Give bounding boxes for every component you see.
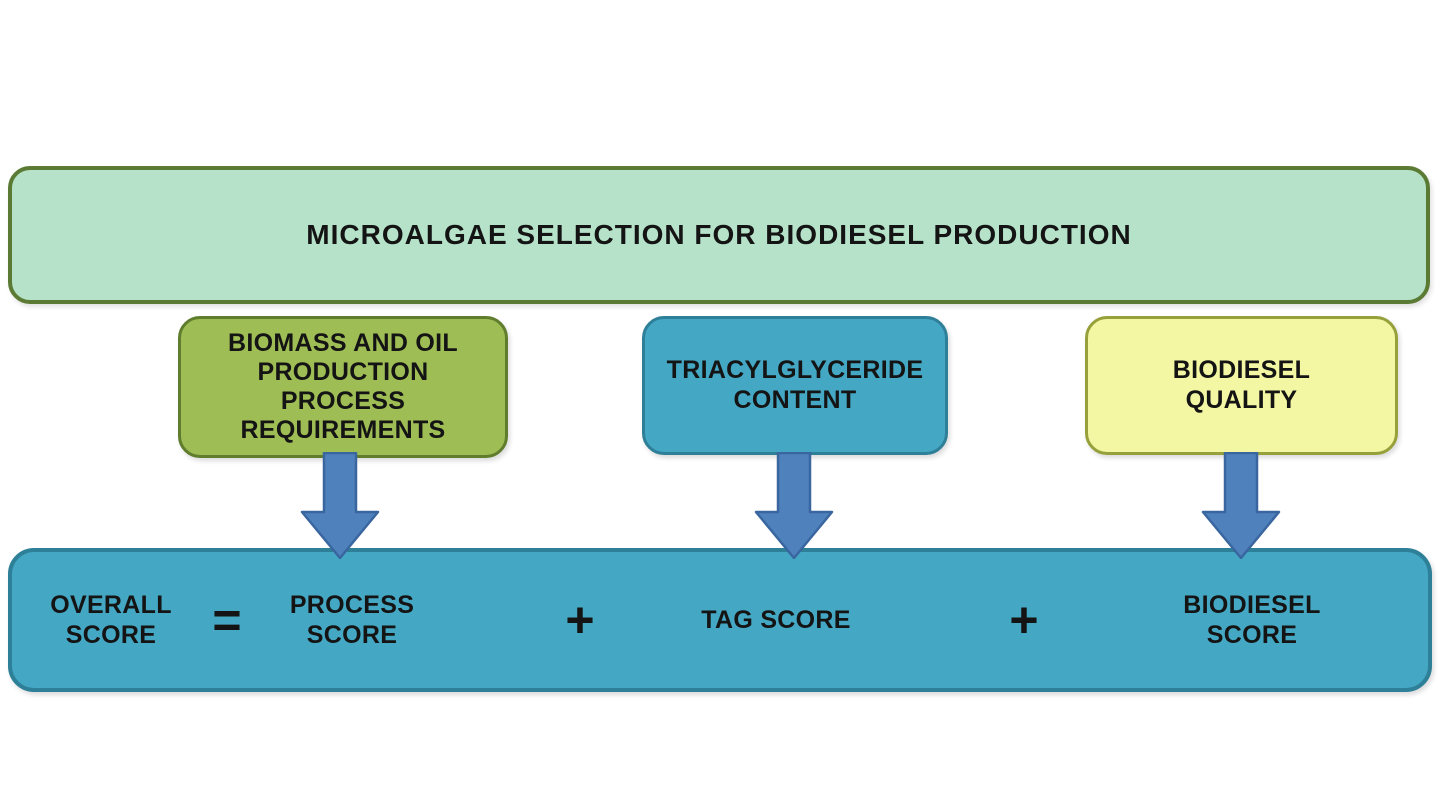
bar-label-line: SCORE [1206, 621, 1298, 649]
bar-label-line: SCORE [65, 621, 157, 649]
bar-label-line: BIODIESEL [1183, 591, 1321, 619]
title-banner: MICROALGAE SELECTION FOR BIODIESEL PRODU… [8, 166, 1430, 304]
plus-glyph: + [565, 592, 595, 648]
criterion-label-line: PRODUCTION [257, 357, 429, 386]
criterion-label-line: REQUIREMENTS [240, 416, 446, 445]
bar-label-line: TAG SCORE [701, 606, 851, 634]
equation-bar: OVERALL SCORE = PROCESS SCORE + TAG SCOR… [8, 548, 1432, 692]
down-arrow-icon [1201, 452, 1281, 559]
tag-score-label: TAG SCORE [676, 552, 876, 688]
plus-glyph: + [1009, 592, 1039, 648]
equals-sign: = [198, 552, 256, 688]
criterion-label-line: PROCESS [280, 387, 406, 415]
criterion-label-line: BIOMASS AND OIL [228, 328, 458, 357]
criterion-box-biodiesel-quality: BIODIESEL QUALITY [1085, 316, 1398, 455]
plus-sign: + [992, 552, 1056, 688]
process-score-label: PROCESS SCORE [264, 552, 440, 688]
equals-glyph: = [212, 592, 242, 648]
criterion-label-line: TRIACYLGLYCERIDE [666, 356, 924, 385]
criterion-box-biomass-oil-production: BIOMASS AND OIL PRODUCTION PROCESS REQUI… [178, 316, 508, 458]
down-arrow-icon [754, 452, 834, 559]
bar-label-line: PROCESS [289, 591, 415, 619]
down-arrow-icon [300, 452, 380, 559]
criterion-label-line: CONTENT [733, 385, 857, 414]
plus-sign: + [548, 552, 612, 688]
bar-label-line: SCORE [306, 621, 398, 649]
biodiesel-score-label: BIODIESEL SCORE [1160, 552, 1344, 688]
criterion-box-triacylglyceride-content: TRIACYLGLYCERIDE CONTENT [642, 316, 948, 455]
criterion-label-line: QUALITY [1185, 385, 1298, 414]
criterion-label-line: BIODIESEL [1172, 356, 1311, 385]
overall-score-label: OVERALL SCORE [28, 552, 194, 688]
bar-label-line: OVERALL [50, 591, 172, 619]
diagram-title: MICROALGAE SELECTION FOR BIODIESEL PRODU… [306, 219, 1132, 250]
